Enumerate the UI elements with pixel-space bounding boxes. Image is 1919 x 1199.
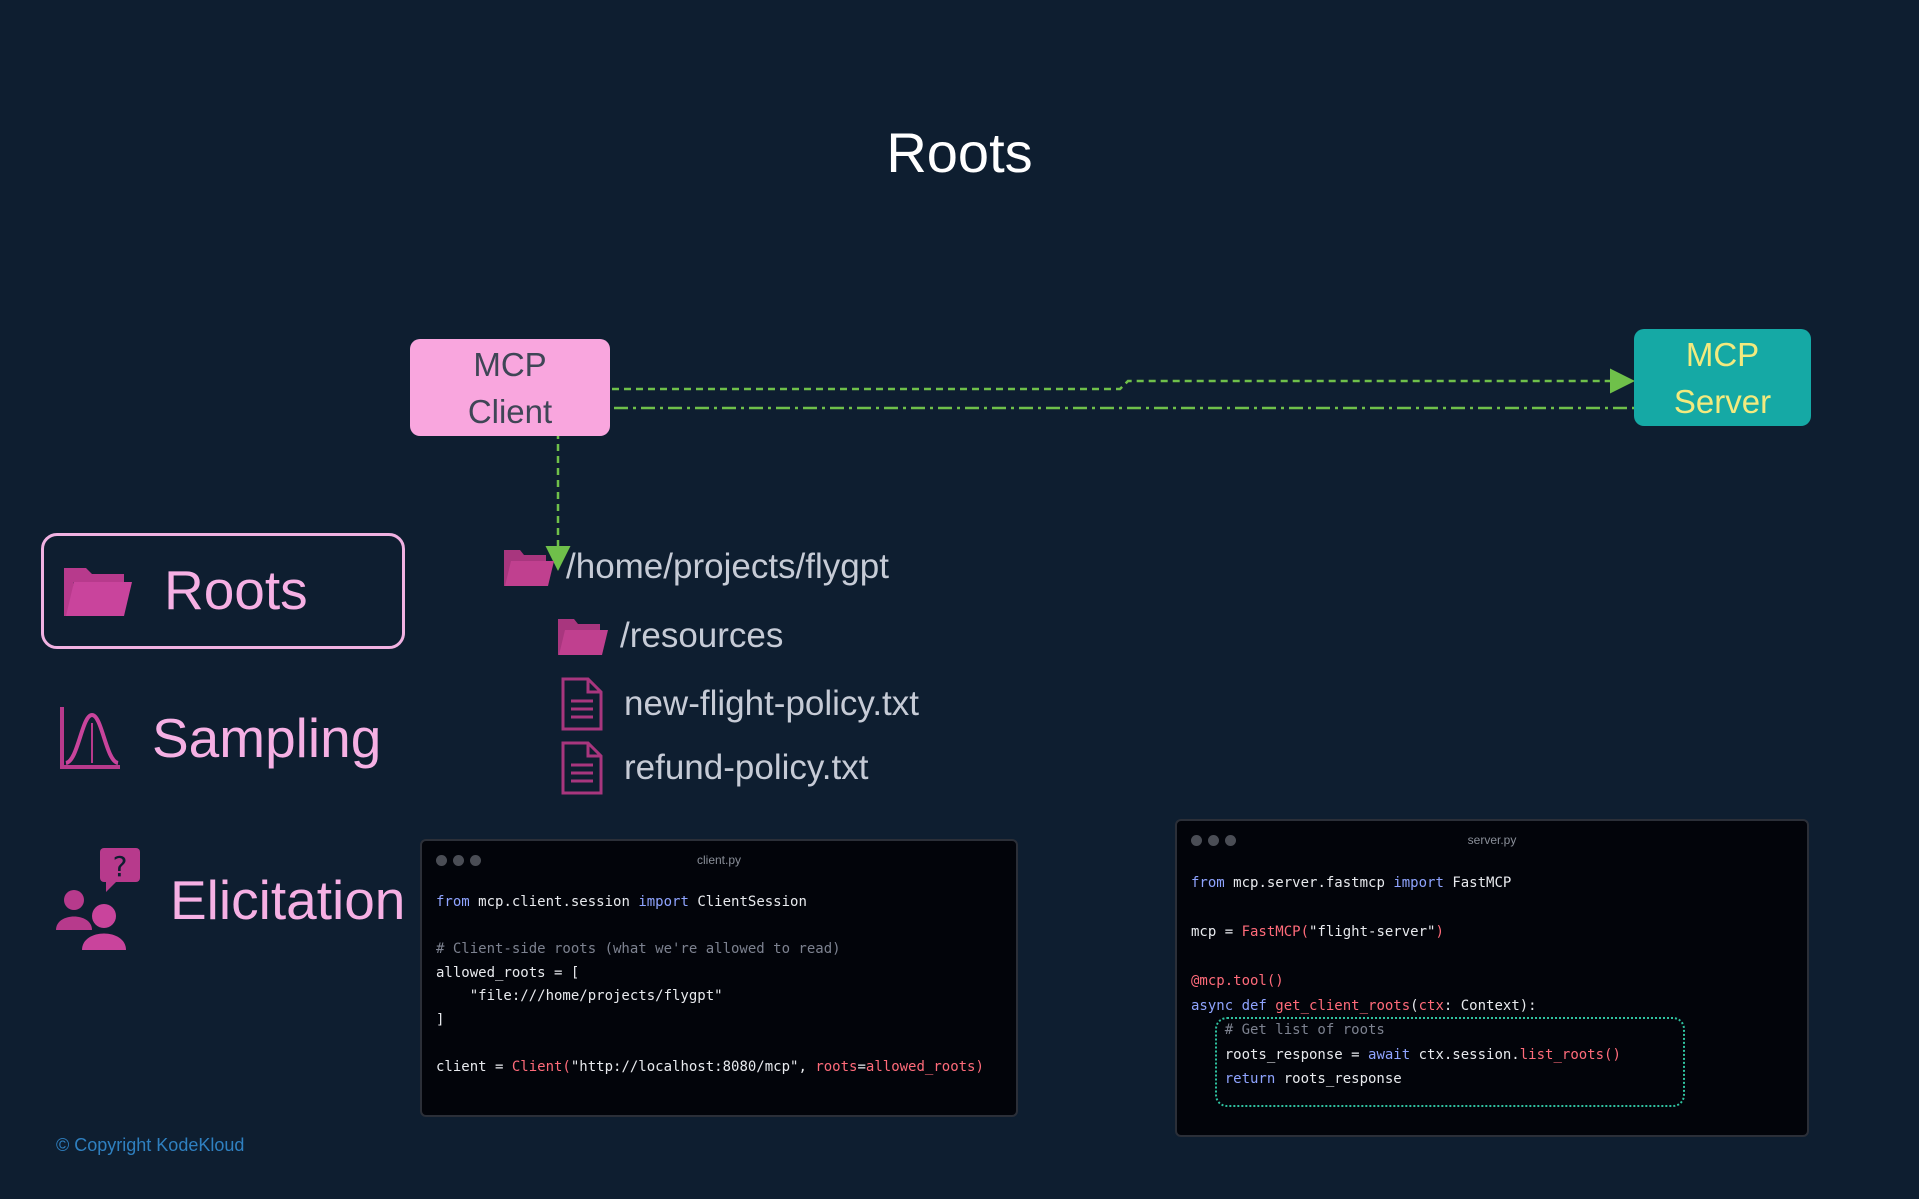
tree-item-file: new-flight-policy.txt — [560, 677, 919, 731]
folder-icon — [504, 550, 554, 586]
tree-root: /home/projects/flygpt — [502, 546, 889, 588]
file-icon — [561, 741, 603, 795]
mcp-client-line1: MCP — [473, 345, 547, 383]
client-code-window: client.py from mcp.client.session import… — [420, 839, 1018, 1117]
code-line — [436, 915, 984, 939]
code-line: from mcp.server.fastmcp import FastMCP — [1191, 875, 1512, 891]
tree-root-label: /home/projects/flygpt — [566, 547, 889, 586]
people-question-icon: ? — [56, 848, 140, 950]
client-code-block: from mcp.client.session import ClientSes… — [436, 891, 984, 1079]
copyright-text: © Copyright KodeKloud — [56, 1135, 245, 1155]
tree-item-label: /resources — [620, 616, 784, 655]
mcp-server-node: MCP Server — [1634, 329, 1811, 426]
tree-item-label: refund-policy.txt — [624, 748, 869, 787]
page-title: Roots — [886, 121, 1033, 184]
mcp-client-node: MCP Client — [410, 339, 610, 436]
folder-icon — [64, 568, 132, 616]
tree-item-file: refund-policy.txt — [560, 741, 868, 795]
mcp-server-line1: MCP — [1685, 335, 1760, 373]
window-dot — [1208, 835, 1219, 846]
tree-item-resources: /resources — [556, 615, 783, 657]
code-filename: client.py — [696, 853, 742, 867]
sidebar-item-label: Sampling — [152, 707, 382, 769]
code-line: client = Client("http://localhost:8080/m… — [436, 1058, 984, 1075]
server-code-window: server.py from mcp.server.fastmcp import… — [1175, 819, 1809, 1137]
window-dot — [470, 855, 481, 866]
code-line — [436, 1032, 984, 1056]
code-line: "file:///home/projects/flygpt" — [436, 988, 723, 1004]
tree-item-label: new-flight-policy.txt — [624, 684, 920, 723]
sidebar-item-label: Roots — [164, 559, 308, 621]
sidebar-item-elicitation: ? Elicitation — [54, 845, 405, 955]
code-line: roots_response = await ctx.session.list_… — [1191, 1046, 1621, 1063]
mcp-client-line2: Client — [467, 392, 553, 430]
request-arrow — [612, 368, 1635, 394]
code-line: @mcp.tool() — [1191, 973, 1284, 989]
window-titlebar: server.py — [1177, 821, 1807, 855]
code-line: return roots_response — [1191, 1071, 1402, 1087]
code-line — [1191, 896, 1621, 921]
code-line: # Client-side roots (what we're allowed … — [436, 941, 841, 957]
file-icon — [561, 677, 603, 731]
window-dot — [1225, 835, 1236, 846]
highlight-box — [1215, 1017, 1685, 1107]
selected-item-box — [41, 533, 405, 649]
code-filename: server.py — [1467, 833, 1517, 847]
folder-icon — [558, 619, 608, 655]
code-line: from mcp.client.session import ClientSes… — [436, 894, 807, 910]
code-line: # Get list of roots — [1191, 1022, 1385, 1038]
window-dot — [436, 855, 447, 866]
mcp-server-line2: Server — [1673, 382, 1772, 420]
sidebar-item-label: Elicitation — [170, 869, 406, 931]
code-line: allowed_roots = [ — [436, 964, 580, 981]
code-line — [1191, 945, 1621, 970]
window-titlebar: client.py — [422, 841, 1016, 875]
sidebar-item-sampling: Sampling — [58, 698, 381, 778]
code-line: async def get_client_roots(ctx: Context)… — [1191, 997, 1537, 1014]
window-dot — [453, 855, 464, 866]
server-code-block: from mcp.server.fastmcp import FastMCP m… — [1191, 871, 1621, 1092]
bell-curve-icon — [60, 707, 120, 769]
svg-text:?: ? — [113, 850, 128, 883]
window-dot — [1191, 835, 1202, 846]
sidebar-item-roots: Roots — [62, 550, 308, 630]
code-line: mcp = FastMCP("flight-server") — [1191, 924, 1444, 940]
code-line: ] — [436, 1011, 445, 1028]
